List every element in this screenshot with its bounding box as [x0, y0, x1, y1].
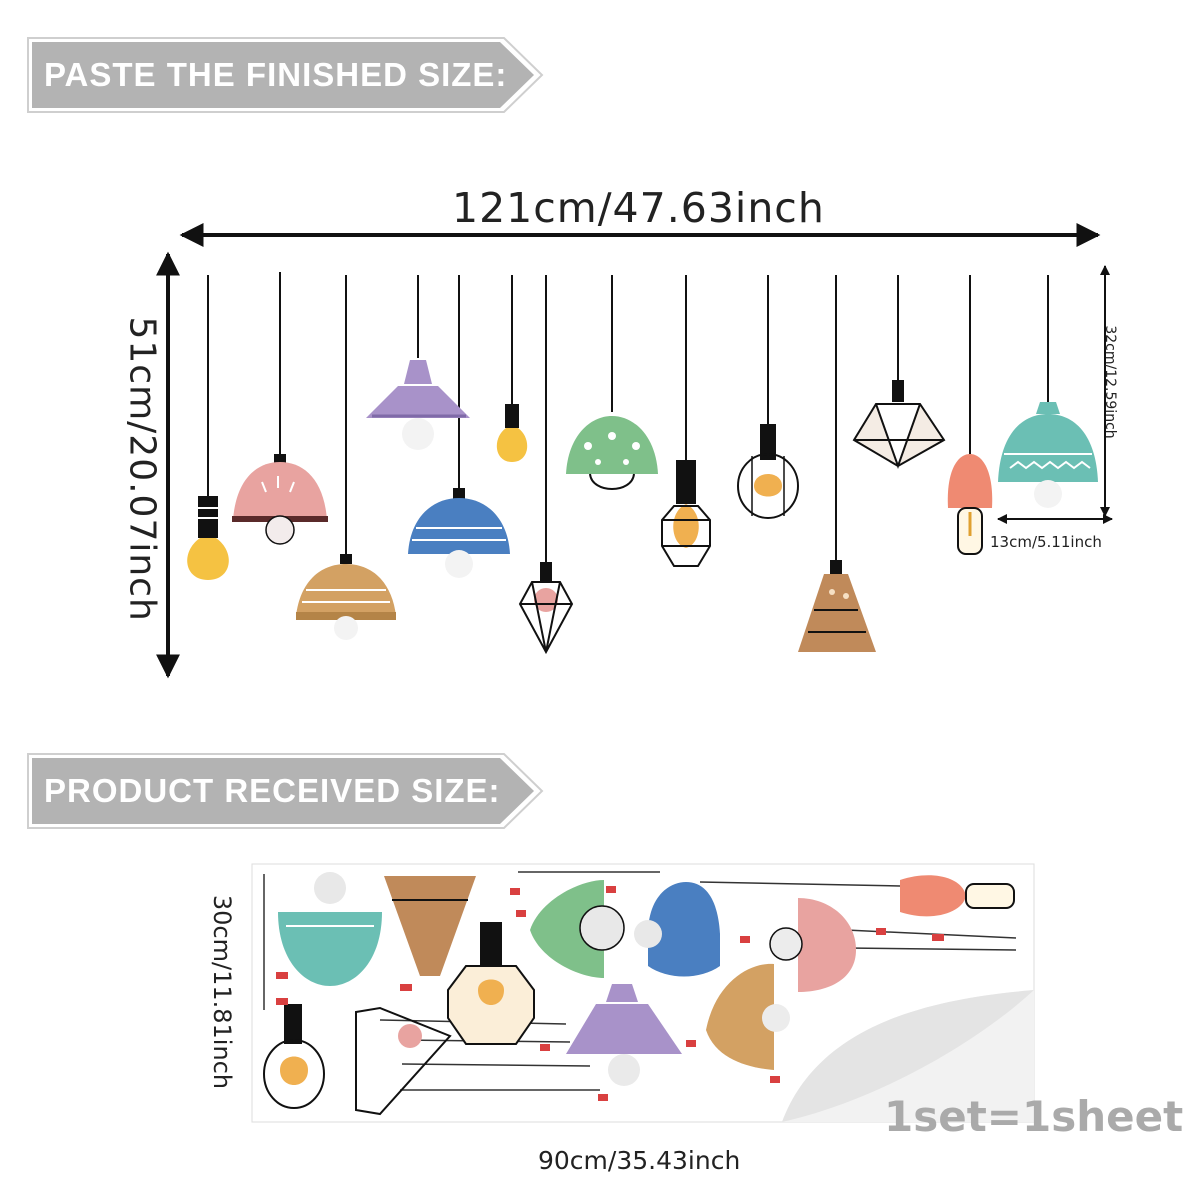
- received-height-label: 30cm/11.81inch: [208, 894, 236, 1090]
- pink-dome-lamp: [232, 454, 328, 545]
- finished-width-label: 121cm/47.63inch: [452, 184, 825, 232]
- sheet-hex-cage: [447, 922, 535, 1045]
- round-cage-lamp: [737, 424, 799, 519]
- purple-cone-lamp: [366, 360, 470, 450]
- wire-diamond-lamp: [852, 380, 946, 469]
- lamp-cords: [207, 272, 1049, 565]
- received-size-title: PRODUCT RECEIVED SIZE:: [44, 772, 501, 809]
- sheet-pink-dome: [769, 898, 856, 992]
- sheet-diamond-wire: [355, 1006, 452, 1116]
- green-mushroom-lamp: [566, 416, 658, 490]
- yellow-bulb-lamp: [187, 496, 229, 580]
- sheet-tan-bowl: [706, 963, 790, 1070]
- sheet-blue-dome: [634, 882, 720, 977]
- diamond-cage-lamp: [518, 562, 574, 655]
- set-count-label: 1set=1sheet: [884, 1092, 1184, 1141]
- tan-bowl-lamp: [296, 554, 396, 640]
- sheet-round-cage: [263, 1004, 325, 1109]
- small-yellow-bulb-lamp: [496, 404, 528, 462]
- banner-arrow-shape: [27, 37, 544, 113]
- sheet-position-markers: [276, 886, 944, 1101]
- banner-arrow-shape: [27, 753, 544, 829]
- sheet-teal-dome: [278, 872, 382, 986]
- lamp-width-label: 13cm/5.11inch: [990, 533, 1102, 551]
- hex-cage-lamp: [661, 460, 711, 567]
- finished-size-title: PASTE THE FINISHED SIZE:: [44, 56, 508, 93]
- blue-dome-lamp: [408, 488, 510, 578]
- sheet-coral-tulip: [900, 875, 1015, 917]
- coral-tulip-lamp: [947, 454, 993, 555]
- sheet-green-mushroom: [530, 880, 625, 978]
- brown-cone-lamp: [798, 560, 876, 652]
- sheet-purple-cone: [566, 984, 682, 1086]
- finished-size-banner: PASTE THE FINISHED SIZE:: [26, 36, 546, 114]
- received-size-banner: PRODUCT RECEIVED SIZE:: [26, 752, 546, 830]
- teal-dome-lamp: [998, 402, 1098, 508]
- sheet-brown-cone: [384, 876, 476, 976]
- received-width-label: 90cm/35.43inch: [538, 1146, 741, 1175]
